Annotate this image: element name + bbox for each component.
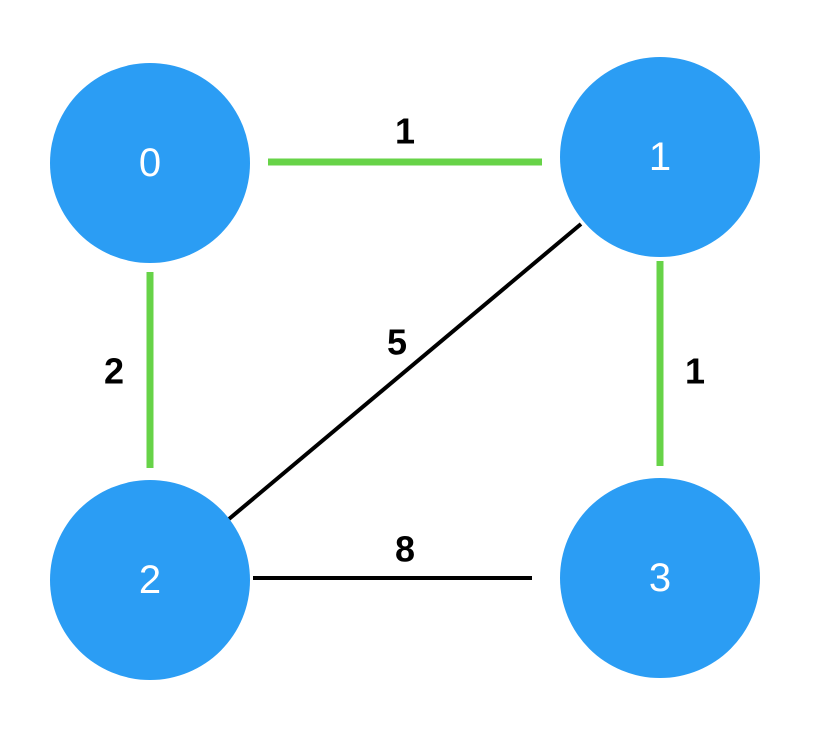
edge-labels-layer: 1 2 1 5 8 [104, 111, 705, 570]
edge-weight-label-2-3: 8 [395, 529, 415, 570]
edge-weight-label-0-2: 2 [104, 351, 124, 392]
node-label-0: 0 [139, 141, 161, 185]
node-circle-1[interactable] [560, 57, 760, 257]
node-label-2: 2 [139, 558, 161, 602]
graph-node-1[interactable]: 1 [560, 57, 760, 257]
node-label-3: 3 [649, 556, 671, 600]
graph-node-3[interactable]: 3 [560, 478, 760, 678]
graph-edge-1-2[interactable] [227, 222, 583, 521]
node-label-1: 1 [649, 135, 671, 179]
graph-node-0[interactable]: 0 [50, 63, 250, 263]
node-circle-0[interactable] [50, 63, 250, 263]
node-circle-3[interactable] [560, 478, 760, 678]
edge-weight-label-1-3: 1 [685, 351, 705, 392]
edge-weight-label-0-1: 1 [395, 111, 415, 152]
edge-weight-label-1-2: 5 [387, 322, 407, 363]
node-circle-2[interactable] [50, 480, 250, 680]
nodes-layer: 0 1 2 3 [50, 57, 760, 680]
graph-node-2[interactable]: 2 [50, 480, 250, 680]
edges-layer [146, 158, 664, 580]
